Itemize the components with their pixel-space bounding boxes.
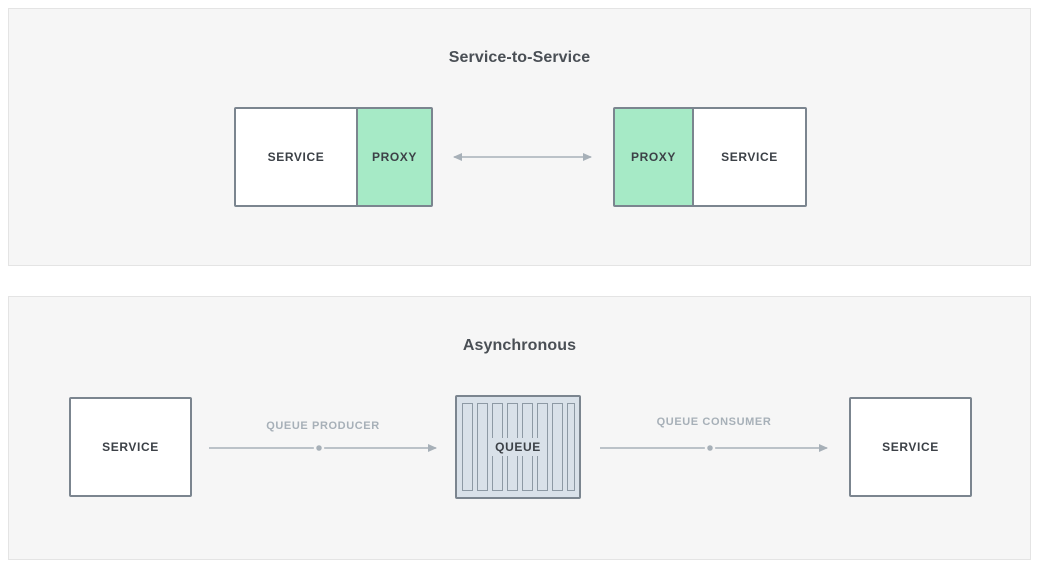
- queue-slot: [552, 403, 563, 491]
- consumer-service-label: SERVICE: [851, 399, 970, 495]
- queue-slot: [567, 403, 575, 491]
- asynchronous-title: Asynchronous: [462, 337, 577, 354]
- right-service-cell: SERVICE: [694, 109, 805, 205]
- queue-label-wrapper: QUEUE: [457, 397, 579, 497]
- queue-consumer-label: QUEUE CONSUMER: [656, 416, 772, 428]
- producer-service-label: SERVICE: [71, 399, 190, 495]
- right-proxy-cell: PROXY: [615, 109, 694, 205]
- producer-link-node: [313, 442, 325, 454]
- service-to-service-panel: Service-to-Service SERVICE PROXY PROXY S…: [8, 8, 1031, 266]
- consumer-service-box: SERVICE: [849, 397, 972, 497]
- queue-slot: [462, 403, 473, 491]
- queue-producer-label: QUEUE PRODUCER: [266, 420, 380, 432]
- consumer-link-node: [704, 442, 716, 454]
- queue-label: QUEUE: [491, 438, 545, 456]
- right-proxy-service-unit: PROXY SERVICE: [613, 107, 807, 207]
- left-service-cell: SERVICE: [236, 109, 356, 205]
- service-to-service-title: Service-to-Service: [448, 49, 591, 66]
- queue-box: QUEUE: [455, 395, 581, 499]
- left-proxy-cell: PROXY: [356, 109, 431, 205]
- queue-slot: [477, 403, 488, 491]
- left-service-proxy-unit: SERVICE PROXY: [234, 107, 433, 207]
- producer-service-box: SERVICE: [69, 397, 192, 497]
- asynchronous-panel: Asynchronous SERVICE QUEUE PRODUCER QUEU…: [8, 296, 1031, 560]
